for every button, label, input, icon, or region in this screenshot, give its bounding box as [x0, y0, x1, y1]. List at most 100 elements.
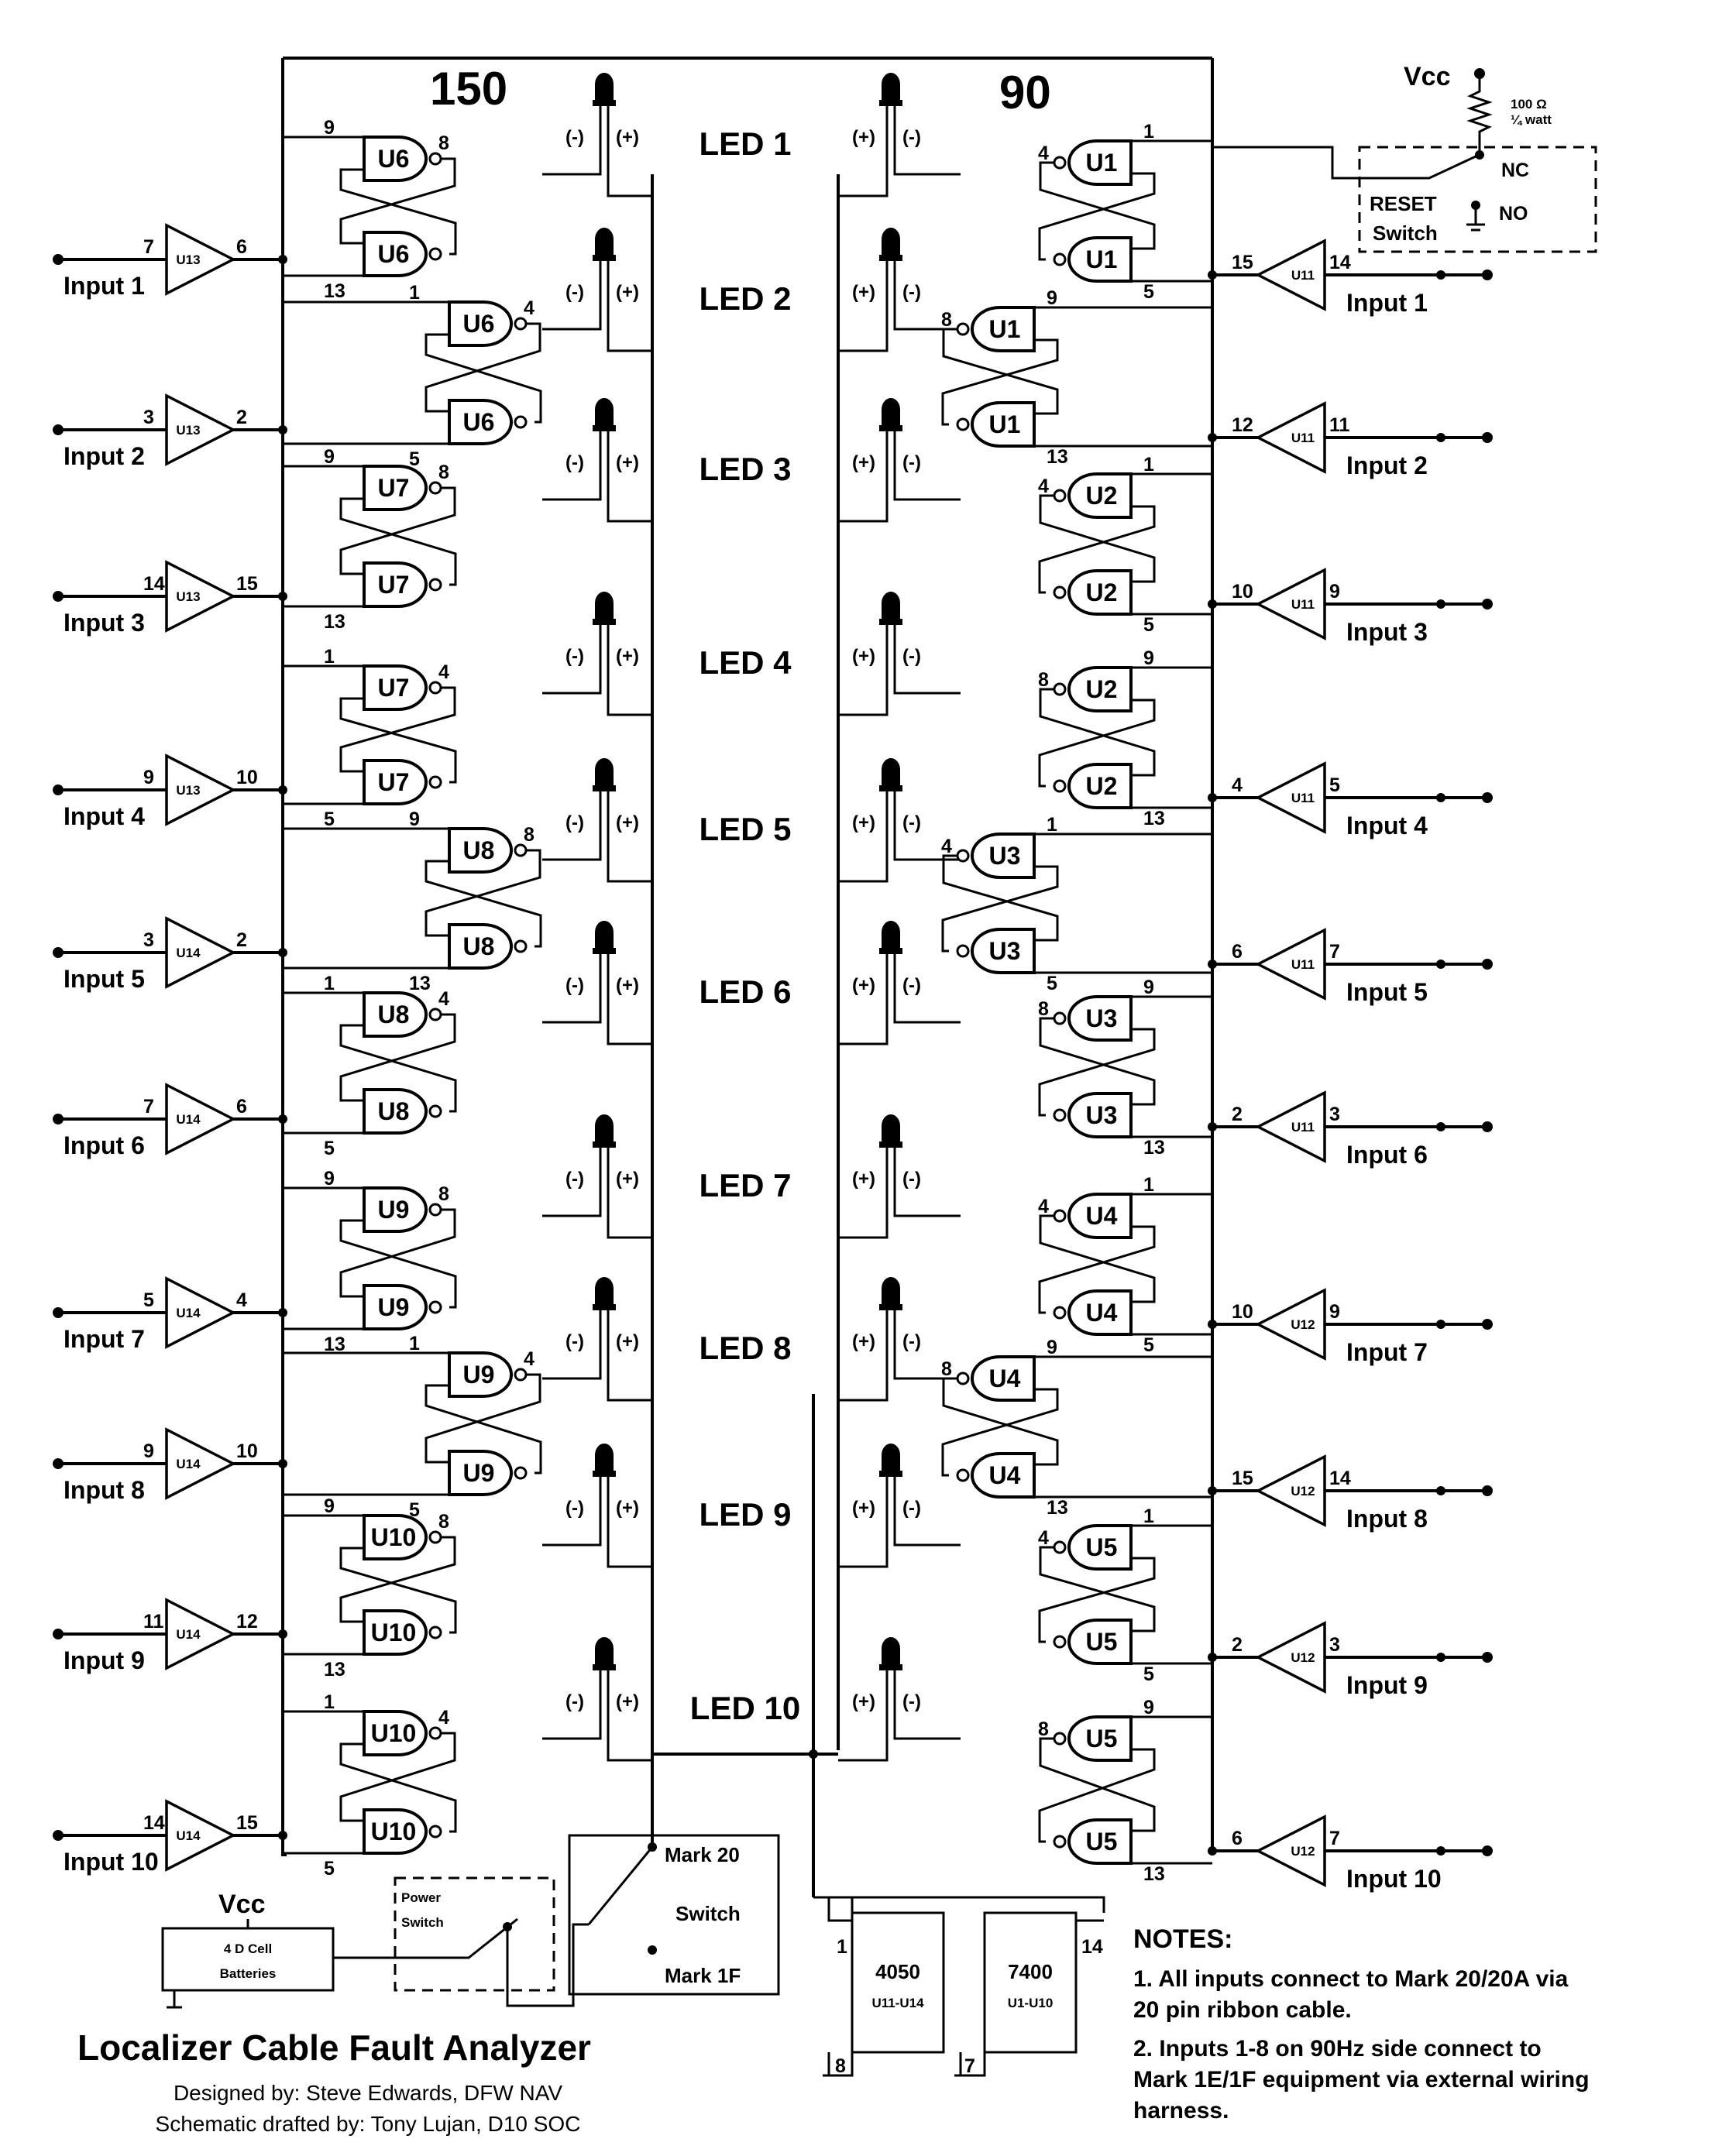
gate-bubble [430, 482, 441, 493]
junction-dot [278, 1459, 287, 1468]
led [593, 1444, 616, 1537]
mark-1f-label: Mark 1F [665, 1964, 741, 1987]
pin-number: 14 [143, 1812, 165, 1834]
led-body [596, 592, 613, 620]
nand-gate: U6 [449, 302, 526, 345]
pin-number: 14 [1329, 252, 1351, 273]
input-label: Input 1 [1346, 289, 1428, 317]
junction-dot [1436, 1846, 1445, 1856]
gate-bubble [515, 845, 526, 856]
junction-dot [278, 592, 287, 601]
pin-number: 9 [324, 117, 335, 139]
led-label: LED 6 [699, 973, 791, 1010]
gate-label: U1 [1086, 245, 1118, 273]
nand-gate: U10 [364, 1810, 441, 1853]
input-label: Input 3 [1346, 618, 1428, 646]
junction-dot [648, 1842, 657, 1852]
gate-bubble [515, 417, 526, 427]
pin-number: 8 [941, 309, 952, 331]
pin-number: 3 [1329, 1104, 1340, 1125]
led-flange [593, 255, 616, 261]
input-label: Input 8 [1346, 1505, 1428, 1533]
polarity-label: (+) [616, 282, 639, 303]
reset-nc-label: NC [1501, 160, 1529, 181]
gate-label: U10 [371, 1719, 417, 1747]
pin-number: 4 [236, 1289, 247, 1311]
pin-number: 2 [236, 929, 247, 951]
gate-input-wire [283, 1643, 364, 1654]
buffer-gate: U11 [1258, 764, 1325, 832]
led-anode-wire [838, 167, 887, 196]
buffer-label: U11 [1291, 268, 1315, 283]
nand-gate: U6 [364, 137, 441, 180]
gate-input-wire [1131, 1126, 1212, 1137]
junction-dot [1436, 1486, 1445, 1495]
pin-number: 5 [1329, 774, 1340, 796]
led-label: LED 7 [699, 1167, 791, 1203]
polarity-label: (-) [902, 1498, 921, 1519]
junction-dot [809, 1749, 818, 1759]
pin-number: 15 [236, 1812, 258, 1834]
led-flange [879, 255, 902, 261]
battery-label-2: Batteries [220, 1966, 277, 1981]
gate-label: U7 [378, 768, 410, 796]
polarity-label: (+) [852, 282, 875, 303]
pin-number: 8 [1038, 998, 1049, 1020]
led-body [596, 1278, 613, 1306]
gate-bubble [1054, 1836, 1065, 1847]
pin-number: 9 [324, 446, 335, 468]
gate-label: U5 [1086, 1725, 1118, 1753]
input-label: Input 6 [1346, 1141, 1428, 1169]
junction-dot [1482, 1845, 1493, 1856]
junction-dot [1208, 1846, 1217, 1856]
gate-bubble [515, 1369, 526, 1380]
led-flange [879, 619, 902, 625]
gate-input-wire [1131, 1852, 1212, 1863]
led [593, 399, 616, 492]
buffer-label: U14 [176, 1627, 201, 1642]
led-anode-wire [838, 852, 887, 881]
led-anode-wire [838, 1731, 887, 1760]
junction-dot [53, 254, 64, 265]
led [593, 74, 616, 167]
pin-number: 10 [1232, 581, 1253, 603]
led-body [596, 399, 613, 427]
pin-number: 13 [1047, 446, 1068, 468]
gate-label: U6 [378, 240, 410, 268]
gate-label: U5 [1086, 1533, 1118, 1561]
led-anode-wire [838, 1371, 887, 1400]
nand-gate: U3 [957, 929, 1034, 973]
led-label: LED 8 [699, 1330, 791, 1366]
gate-label: U4 [989, 1365, 1021, 1392]
polarity-label: (+) [852, 1331, 875, 1352]
mark-switch-label: Switch [675, 1902, 741, 1925]
pin-number: 5 [409, 448, 420, 470]
led-flange [593, 100, 616, 106]
gate-input-wire [283, 466, 364, 477]
buffer-gate: U14 [167, 1430, 233, 1498]
junction-dot [278, 785, 287, 795]
junction-dot [53, 1114, 64, 1124]
led-body [596, 74, 613, 101]
input-label: Input 2 [1346, 451, 1428, 479]
pin-number: 14 [143, 573, 165, 595]
gate-label: U6 [463, 408, 495, 436]
polarity-label: (+) [616, 1169, 639, 1190]
polarity-label: (+) [852, 646, 875, 667]
polarity-label: (-) [902, 1691, 921, 1712]
pin-number: 5 [1143, 1663, 1154, 1685]
buffer-label: U13 [176, 423, 200, 438]
pin-number: 4 [524, 1348, 535, 1370]
led-body [882, 1278, 899, 1306]
pin-number: 1 [324, 646, 335, 668]
led-flange [593, 948, 616, 954]
polarity-label: (+) [616, 1331, 639, 1352]
polarity-label: (+) [616, 975, 639, 996]
junction-dot [53, 1629, 64, 1639]
pin-number: 9 [1329, 1301, 1340, 1323]
header-150: 150 [430, 63, 507, 115]
gate-input-wire [283, 302, 449, 313]
junction-dot [1482, 599, 1493, 609]
gate-bubble [957, 324, 968, 335]
